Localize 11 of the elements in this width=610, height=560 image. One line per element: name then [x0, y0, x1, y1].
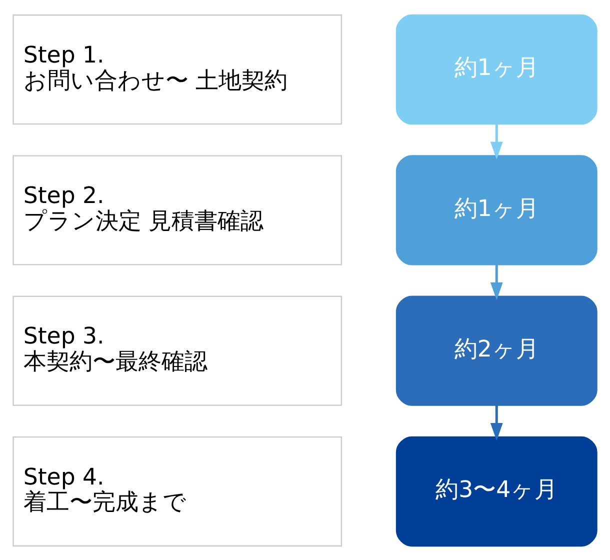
node-box: Step 1. お問い合わせ〜 土地契約: [12, 14, 342, 124]
node-box: Step 4. 着工〜完成まで: [12, 436, 342, 546]
arrow: [490, 124, 503, 159]
node-box: 約1ヶ月: [396, 14, 598, 124]
node-box: 約2ヶ月: [396, 295, 598, 406]
node-box: 約1ヶ月: [396, 154, 598, 265]
node-box: Step 2. プラン決定 見積書確認: [12, 154, 342, 265]
arrow: [490, 264, 503, 300]
arrow: [490, 404, 503, 440]
node-box: Step 3. 本契約〜最終確認: [12, 295, 342, 406]
node-box: 約3〜4ヶ月: [396, 436, 598, 546]
